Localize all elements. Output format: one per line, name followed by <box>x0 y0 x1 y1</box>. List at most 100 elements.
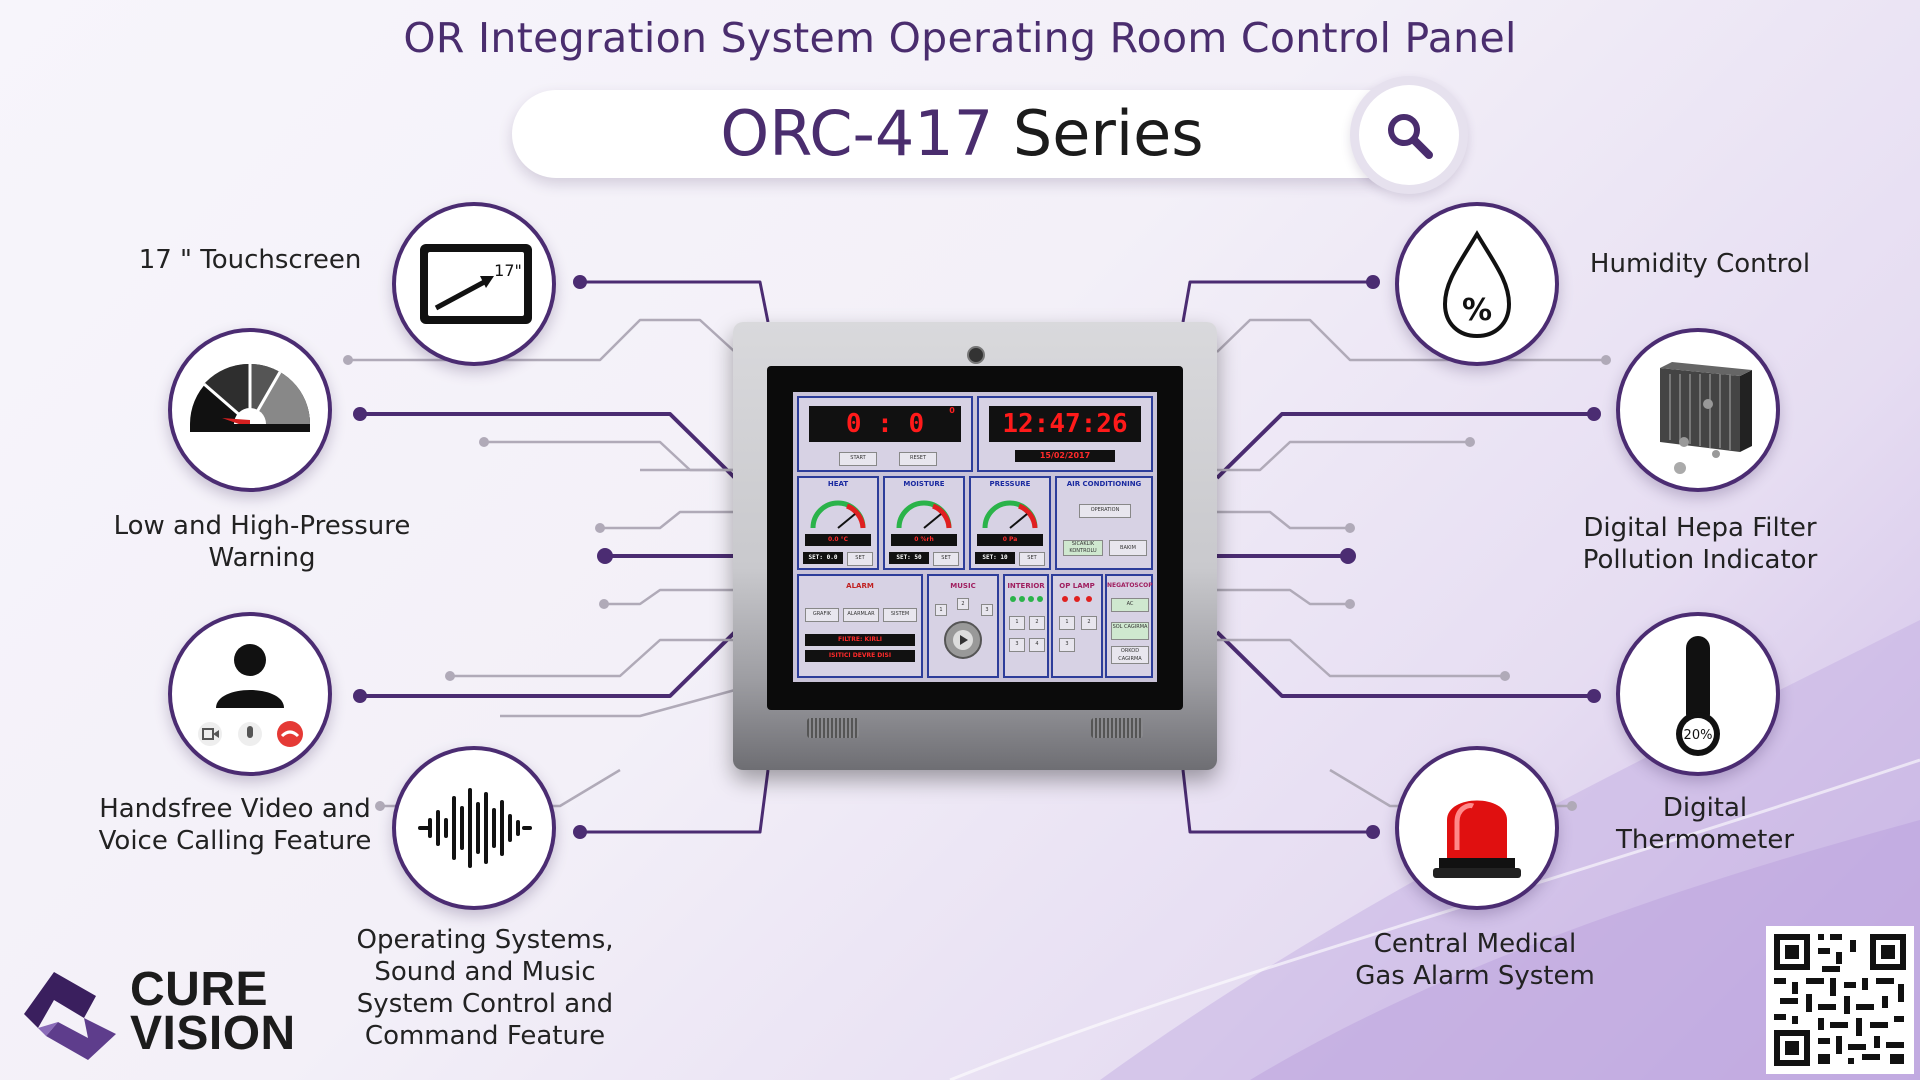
pressure-gauge-icon <box>190 363 310 440</box>
heat-set-button[interactable]: SET <box>847 552 873 566</box>
feature-label-video-call: Handsfree Video and Voice Calling Featur… <box>98 794 372 856</box>
music-panel: MUSIC 1 2 3 <box>927 574 999 678</box>
hepa-filter-icon <box>1660 362 1752 474</box>
feature-sound-control <box>392 746 556 910</box>
moisture-reading: 0 %rh <box>891 534 957 546</box>
moisture-gauge-icon <box>896 500 952 529</box>
ac-operation-button[interactable]: OPERATION <box>1079 504 1131 518</box>
video-call-icon <box>198 644 303 747</box>
interior-key-4[interactable]: 4 <box>1029 638 1045 652</box>
pressure-gauge-panel: PRESSURE 0 Pa SET: 10 SET <box>969 476 1051 570</box>
air-conditioning-panel: AIR CONDITIONING OPERATION SICAKLIK KONT… <box>1055 476 1153 570</box>
control-panel-device: 0 : 0 0 START RESET 12:47:26 15/02/2017 … <box>733 322 1217 770</box>
feature-label-humidity: Humidity Control <box>1589 249 1811 279</box>
timer-sup: 0 <box>949 406 955 415</box>
ac-title: AIR CONDITIONING <box>1066 480 1142 488</box>
timer-start-button[interactable]: START <box>839 452 877 466</box>
timer-reset-button[interactable]: RESET <box>899 452 937 466</box>
negatoscope-title: NEGATOSCOP <box>1107 582 1153 589</box>
gauge-title: MOISTURE <box>903 480 945 488</box>
feature-video-call <box>168 612 332 776</box>
feature-label-touchscreen: 17 " Touchscreen <box>138 245 362 275</box>
op-lamp-status-leds <box>1062 596 1092 602</box>
interior-key-2[interactable]: 2 <box>1029 616 1045 630</box>
series-search-bar[interactable]: ORC-417 Series <box>512 90 1412 178</box>
alarm-list-button[interactable]: ALARMLAR <box>843 608 879 622</box>
brand-name: CURE VISION <box>130 963 296 1060</box>
moisture-set-button[interactable]: SET <box>933 552 959 566</box>
speaker-right <box>1091 718 1143 738</box>
feature-label-gas-alarm: Central Medical Gas Alarm System <box>1355 929 1595 991</box>
feature-label-sound-control: Operating Systems, Sound and Music Syste… <box>356 925 614 1051</box>
series-word: Series <box>1012 97 1204 170</box>
sound-wave-icon <box>418 788 532 868</box>
search-icon <box>1388 114 1433 159</box>
pressure-reading: 0 Pa <box>977 534 1043 546</box>
control-panel-ui: 0 : 0 0 START RESET 12:47:26 15/02/2017 … <box>793 392 1157 682</box>
music-track-1-button[interactable]: 1 <box>935 604 947 616</box>
cure-vision-logo-icon <box>24 972 116 1060</box>
op-lamp-key-1[interactable]: 1 <box>1059 616 1075 630</box>
interior-title: INTERIOR <box>1007 582 1045 590</box>
interior-key-3[interactable]: 3 <box>1009 638 1025 652</box>
pressure-set: SET: 10 <box>975 552 1015 564</box>
music-title: MUSIC <box>950 582 976 590</box>
heat-gauge-panel: HEAT 0.0 °C SET: 0.0 SET <box>797 476 879 570</box>
ac-maintenance-button[interactable]: BAKIM <box>1109 540 1147 556</box>
heat-reading: 0.0 °C <box>805 534 871 546</box>
music-track-3-button[interactable]: 3 <box>981 604 993 616</box>
series-heading: ORC-417 Series <box>512 90 1412 178</box>
alarm-graph-button[interactable]: GRAFIK <box>805 608 839 622</box>
interior-status-leds <box>1010 596 1043 602</box>
moisture-set: SET: 50 <box>889 552 929 564</box>
qr-code-icon[interactable] <box>1766 926 1914 1074</box>
timer-display: 0 : 0 <box>809 406 961 442</box>
ac-temp-control-button[interactable]: SICAKLIK KONTROLU <box>1063 540 1103 556</box>
alarm-system-button[interactable]: SISTEM <box>883 608 917 622</box>
svg-text:%: % <box>1462 293 1492 328</box>
alarm-light-icon <box>1433 800 1521 878</box>
search-button[interactable] <box>1350 76 1468 194</box>
moisture-gauge-panel: MOISTURE 0 %rh SET: 50 SET <box>883 476 965 570</box>
op-lamp-key-3[interactable]: 3 <box>1059 638 1075 652</box>
feature-thermometer: 20% <box>1616 612 1780 776</box>
music-track-2-button[interactable]: 2 <box>957 598 969 610</box>
negatoscope-panel: NEGATOSCOP AC SOL CAGIRMA ORKOD CAGIRMA <box>1105 574 1153 678</box>
touchscreen-icon: 17" <box>420 244 532 324</box>
feature-label-thermometer: Digital Thermometer <box>1615 793 1795 855</box>
camera-icon <box>967 346 985 364</box>
interior-panel: INTERIOR 1 2 3 4 <box>1003 574 1049 678</box>
alarm-panel: ALARM GRAFIK ALARMLAR SISTEM FILTRE: KIR… <box>797 574 923 678</box>
heat-set: SET: 0.0 <box>803 552 843 564</box>
clock-display: 12:47:26 <box>989 406 1141 442</box>
timer-panel: 0 : 0 0 START RESET <box>797 396 973 472</box>
op-lamp-panel: OP LAMP 1 2 3 <box>1051 574 1103 678</box>
alarm-title: ALARM <box>846 582 874 590</box>
op-lamp-title: OP LAMP <box>1059 582 1095 590</box>
feature-touchscreen: 17" <box>392 202 556 366</box>
svg-text:20%: 20% <box>1684 728 1713 743</box>
device-screen: 0 : 0 0 START RESET 12:47:26 15/02/2017 … <box>767 366 1183 710</box>
feature-label-hepa: Digital Hepa Filter Pollution Indicator <box>1582 513 1818 575</box>
pressure-set-button[interactable]: SET <box>1019 552 1045 566</box>
op-lamp-key-2[interactable]: 2 <box>1081 616 1097 630</box>
negatoscope-orkod-button[interactable]: ORKOD CAGIRMA <box>1111 646 1149 664</box>
clock-panel: 12:47:26 15/02/2017 <box>977 396 1153 472</box>
date-display: 15/02/2017 <box>1015 450 1115 462</box>
interior-key-1[interactable]: 1 <box>1009 616 1025 630</box>
feature-hepa-filter <box>1616 328 1780 492</box>
negatoscope-on-button[interactable]: AC <box>1111 598 1149 612</box>
feature-pressure-warning <box>168 328 332 492</box>
music-dial-icon[interactable] <box>929 618 997 668</box>
humidity-drop-icon: % <box>1442 230 1512 339</box>
alarm-filter-message: FILTRE: KIRLI <box>805 634 915 646</box>
negatoscope-left-button[interactable]: SOL CAGIRMA <box>1111 622 1149 640</box>
page-title: OR Integration System Operating Room Con… <box>403 14 1517 62</box>
gauge-title: PRESSURE <box>989 480 1031 488</box>
svg-text:17": 17" <box>494 261 522 280</box>
feature-gas-alarm <box>1395 746 1559 910</box>
alarm-heater-message: ISITICI DEVRE DISI <box>805 650 915 662</box>
feature-label-pressure: Low and High-Pressure Warning <box>113 511 411 573</box>
pressure-gauge-small-icon <box>982 500 1038 529</box>
feature-humidity: % <box>1395 202 1559 366</box>
